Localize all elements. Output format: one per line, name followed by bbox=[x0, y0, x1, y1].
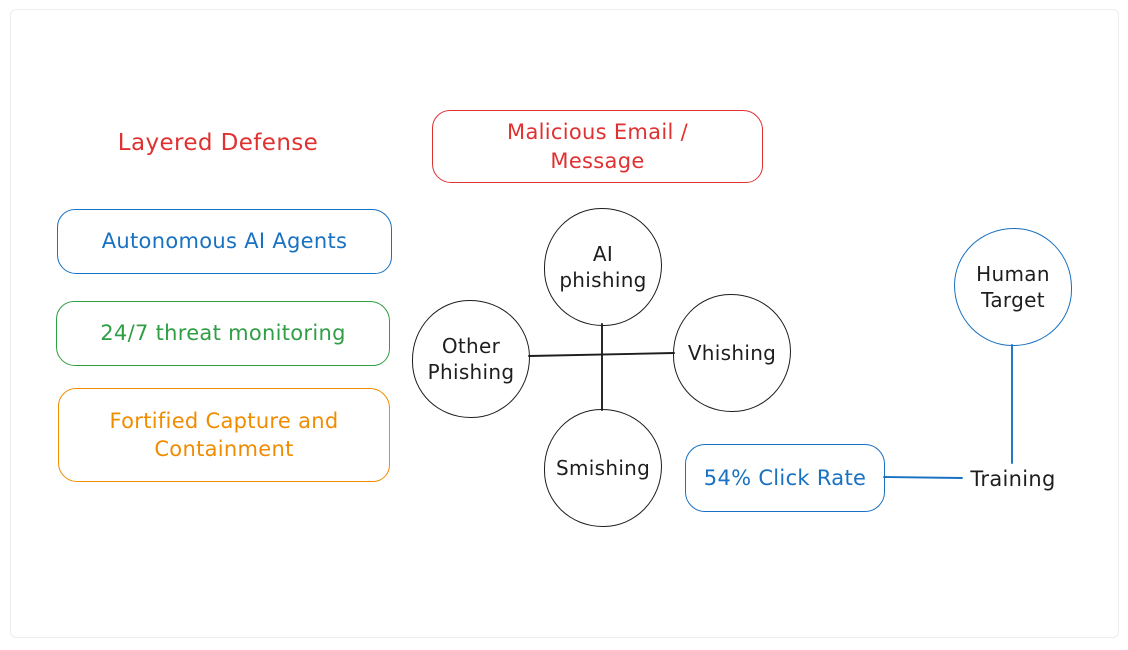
defense-layer-threat-monitoring: 24/7 threat monitoring bbox=[56, 301, 390, 366]
malicious-email-box: Malicious Email / Message bbox=[432, 110, 763, 183]
node-human-target: Human Target bbox=[954, 228, 1072, 346]
defense-layer-autonomous-ai-agents: Autonomous AI Agents bbox=[57, 209, 392, 274]
phishing-horizontal-connector bbox=[528, 352, 675, 357]
training-label: Training bbox=[958, 464, 1068, 494]
node-label: Vhishing bbox=[687, 341, 777, 365]
defense-layer-label: Autonomous AI Agents bbox=[101, 229, 348, 254]
node-label: Smishing bbox=[556, 456, 651, 480]
layered-defense-title-text: Layered Defense bbox=[117, 130, 319, 156]
click-rate-label: 54% Click Rate bbox=[703, 465, 867, 490]
node-ai-phishing: AI phishing bbox=[544, 208, 662, 326]
click-rate-box: 54% Click Rate bbox=[685, 444, 885, 512]
node-other-phishing: Other Phishing bbox=[412, 300, 530, 418]
node-vhishing: Vhishing bbox=[673, 294, 791, 412]
defense-layer-label: 24/7 threat monitoring bbox=[100, 321, 346, 346]
training-label-text: Training bbox=[970, 467, 1056, 491]
node-label: Other Phishing bbox=[427, 334, 515, 384]
click-rate-training-line bbox=[883, 476, 963, 479]
layered-defense-title: Layered Defense bbox=[58, 126, 378, 160]
defense-layer-capture-containment: Fortified Capture and Containment bbox=[58, 388, 390, 482]
node-label: Human Target bbox=[976, 262, 1050, 312]
defense-layer-label: Fortified Capture and Containment bbox=[109, 408, 339, 461]
malicious-email-label: Malicious Email / Message bbox=[507, 120, 688, 173]
node-smishing: Smishing bbox=[544, 409, 662, 527]
node-label: AI phishing bbox=[559, 242, 647, 292]
